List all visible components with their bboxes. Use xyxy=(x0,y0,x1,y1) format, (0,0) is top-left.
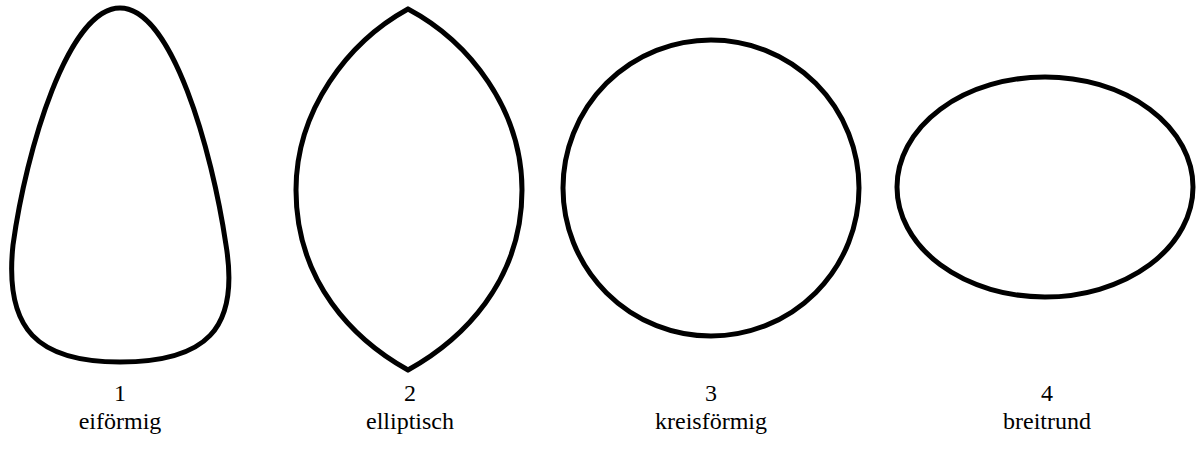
shape-number: 2 xyxy=(404,380,416,406)
shape-name: elliptisch xyxy=(366,408,454,434)
shape-name: eiförmig xyxy=(79,408,162,434)
circular-outline xyxy=(563,40,859,336)
shape-number: 1 xyxy=(114,380,126,406)
elliptic-outline xyxy=(296,9,522,370)
ovate-outline xyxy=(12,8,229,362)
shape-number: 4 xyxy=(1041,380,1053,406)
broad-round-outline xyxy=(897,77,1193,297)
shape-number: 3 xyxy=(705,380,717,406)
shape-name: breitrund xyxy=(1003,408,1091,434)
shape-name: kreisförmig xyxy=(655,408,767,434)
